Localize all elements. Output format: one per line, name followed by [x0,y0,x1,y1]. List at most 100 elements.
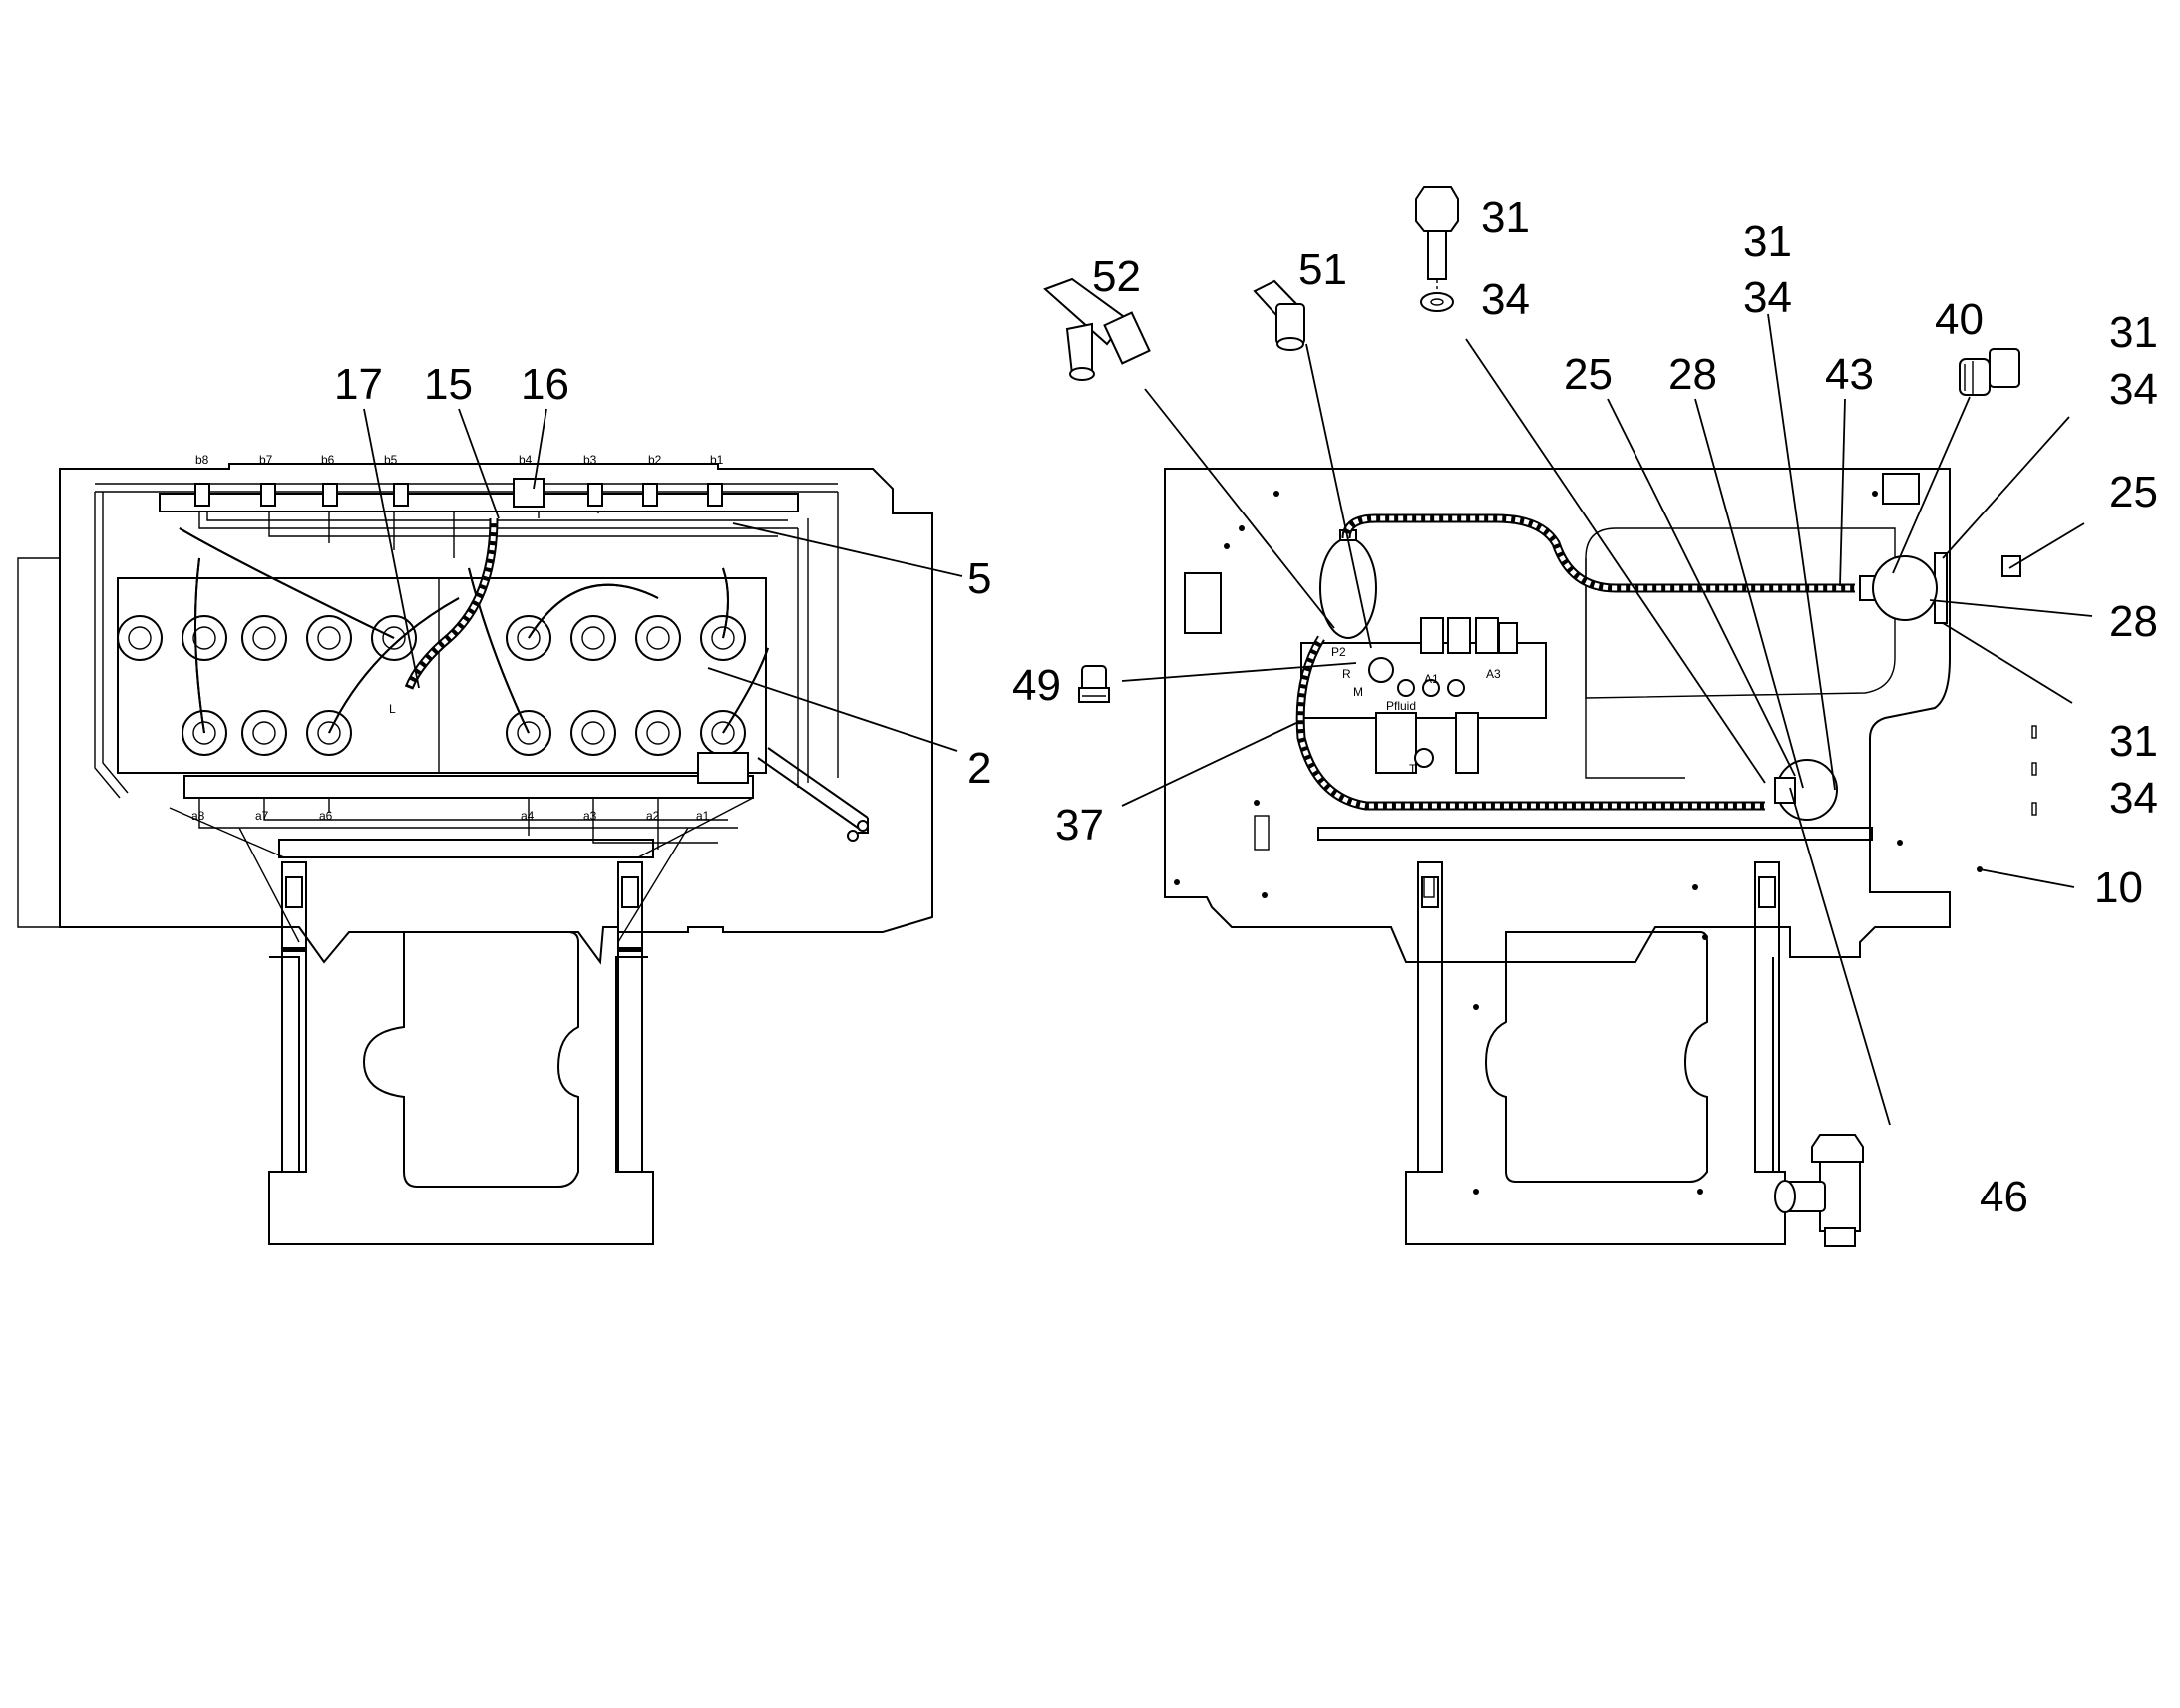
port-label-b8: b8 [195,453,209,467]
right-panel-holes [1174,491,1983,1195]
right-leg-2 [1754,861,1780,1173]
right-panel-slot [1184,572,1222,634]
left-top-fittings [194,478,723,508]
port-label-a7: a7 [255,809,269,823]
leader-51 [1305,343,1372,649]
left-leg-2 [617,861,643,1173]
left-flange-row-bottom [182,710,746,756]
port-label-L: L [389,702,396,716]
callout-15: 15 [424,360,473,409]
part-52-tee [1043,277,1151,381]
part-49-fitting [1078,665,1110,703]
left-base [268,956,654,1245]
port-label-b2: b2 [648,453,662,467]
port-label-a6: a6 [319,809,333,823]
part-46-tee [1774,1134,1864,1247]
valve-label-M: M [1353,685,1363,699]
leader-43 [1839,398,1846,587]
callout-2: 2 [967,744,991,793]
callout-28: 28 [1668,350,1717,399]
port-label-b5: b5 [384,453,398,467]
part-40-adapter [1959,348,2020,396]
leader-37 [1121,722,1297,807]
leader-28-right [1929,599,2093,617]
port-label-b4: b4 [519,453,533,467]
leader-31-34-top [1465,338,1766,784]
port-label-b1: b1 [710,453,724,467]
callout-31-right: 31 [2109,308,2158,357]
callout-25: 25 [1564,350,1613,399]
leader-5 [732,522,963,577]
callout-46: 46 [1980,1173,2028,1221]
right-leg-1 [1417,861,1443,1173]
right-valve-manifold: P2 A1 A3 Pfluid T R M [1300,529,1547,776]
port-label-a4: a4 [521,809,535,823]
callout-16: 16 [521,360,569,409]
right-panel-outline [1164,468,1951,963]
callout-52: 52 [1092,252,1141,301]
part-31-bolt [1415,186,1459,289]
callout-17: 17 [334,360,383,409]
valve-label-R: R [1342,667,1351,681]
part-51-elbow [1253,279,1305,351]
callout-37: 37 [1055,801,1104,850]
right-panel-box [1882,473,1920,505]
leader-25 [1607,398,1796,777]
callout-49: 49 [1012,661,1061,710]
leader-31-34-right [1942,416,2070,559]
leader-10 [1979,868,2075,888]
callout-28-right: 28 [2109,597,2158,646]
leader-25-right [2008,522,2085,569]
left-leg-1 [281,861,307,1173]
port-label-b3: b3 [583,453,597,467]
valve-label-A1: A1 [1424,672,1439,686]
leader-17 [363,408,420,689]
left-leg-1-band [282,947,306,952]
leader-15 [458,408,500,519]
leader-46 [1789,787,1891,1126]
port-label-a2: a2 [646,809,660,823]
valve-label-T: T [1409,762,1417,776]
leader-2 [707,667,958,752]
right-assembly: P2 A1 A3 Pfluid T R M [1012,186,2158,1247]
left-tubes [179,527,769,734]
left-leg-2-band [618,947,642,952]
callout-43: 43 [1825,350,1874,399]
part-34-washer [1420,292,1454,312]
left-fitting-row-bottom [183,775,754,799]
port-label-a1: a1 [696,809,710,823]
leader-28 [1694,398,1804,789]
callout-5: 5 [967,554,991,603]
right-gauge [1872,555,1938,621]
port-label-b7: b7 [259,453,273,467]
left-assembly: b8 b7 b6 b5 b4 b3 b2 b1 a8 a7 a6 a4 a3 a… [17,360,991,1245]
leader-49 [1121,662,1357,682]
right-crossbar [1317,827,1873,841]
port-label-a3: a3 [583,809,597,823]
leader-40 [1892,396,1971,574]
callout-10: 10 [2094,863,2143,912]
port-label-a8: a8 [191,809,205,823]
left-frame-outline [59,463,933,965]
leader-16 [533,408,547,490]
valve-label-Pfluid: Pfluid [1386,699,1416,713]
callout-34-right: 34 [2109,365,2158,414]
callout-31-bolt: 31 [1481,193,1530,242]
callout-34-lower: 34 [2109,774,2158,823]
right-base [1405,957,1786,1245]
valve-label-A3: A3 [1486,667,1501,681]
callout-34-top: 34 [1743,273,1792,322]
callout-25-right: 25 [2109,468,2158,516]
callout-31-lower: 31 [2109,717,2158,766]
left-pipes-bottom [94,492,839,850]
callout-34-washer: 34 [1481,275,1530,324]
leader-52 [1144,388,1335,629]
leader-31-34-lower [1942,622,2073,704]
left-exit-pipes [757,747,869,834]
callout-40: 40 [1935,295,1984,344]
left-fitting-row-top [159,493,799,512]
callout-31-top: 31 [1743,217,1792,266]
port-label-b6: b6 [321,453,335,467]
callout-51: 51 [1298,245,1347,294]
